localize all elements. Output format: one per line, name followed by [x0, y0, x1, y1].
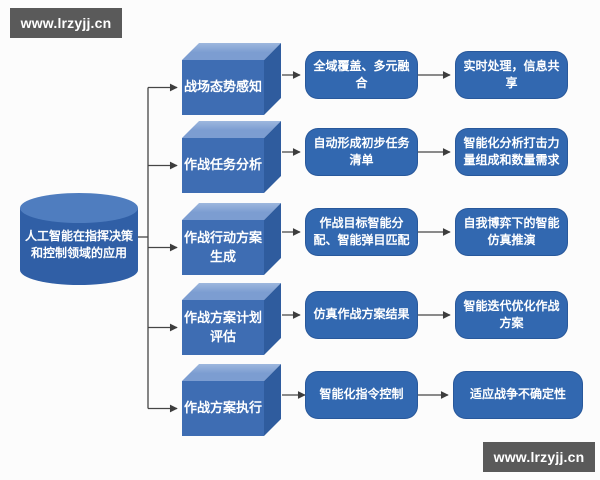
stage-cube: 作战行动方案生成	[182, 203, 281, 275]
cylinder-top-face	[20, 193, 138, 223]
watermark-bottom-right: www.lrzyjj.cn	[483, 442, 595, 472]
cube-top-face	[182, 203, 281, 220]
stage-label: 作战方案执行	[184, 400, 263, 416]
stage-cube: 作战任务分析	[182, 121, 281, 193]
method-pill: 全域覆盖、多元融合	[305, 51, 418, 99]
root-label: 人工智能在指挥决策和控制领域的应用	[24, 228, 133, 260]
watermark-top-left: www.lrzyjj.cn	[10, 8, 122, 38]
cube-top-face	[182, 283, 281, 300]
root-cylinder: 人工智能在指挥决策和控制领域的应用	[20, 193, 138, 285]
outcome-label: 智能化分析打击力量组成和数量需求	[463, 135, 560, 167]
outcome-pill: 自我博弈下的智能仿真推演	[455, 208, 568, 256]
stage-cube: 战场态势感知	[182, 43, 281, 115]
outcome-pill: 智能化分析打击力量组成和数量需求	[455, 128, 568, 176]
stage-label: 作战行动方案生成	[184, 230, 263, 264]
cube-right-face	[264, 283, 281, 355]
outcome-pill: 实时处理，信息共享	[455, 51, 568, 99]
method-pill: 仿真作战方案结果	[305, 291, 418, 339]
stage-label: 作战方案计划评估	[184, 310, 263, 344]
cube-right-face	[264, 364, 281, 436]
method-pill: 作战目标智能分配、智能弹目匹配	[305, 208, 418, 256]
cube-front-face: 作战方案执行	[182, 381, 264, 436]
method-label: 智能化指令控制	[319, 387, 404, 402]
cube-top-face	[182, 43, 281, 60]
outcome-label: 自我博弈下的智能仿真推演	[463, 215, 560, 247]
method-label: 作战目标智能分配、智能弹目匹配	[313, 215, 410, 247]
cube-front-face: 作战行动方案生成	[182, 220, 264, 275]
cube-front-face: 作战方案计划评估	[182, 300, 264, 355]
cube-right-face	[264, 203, 281, 275]
outcome-label: 实时处理，信息共享	[463, 58, 560, 90]
stage-cube: 作战方案计划评估	[182, 283, 281, 355]
outcome-pill: 适应战争不确定性	[453, 371, 583, 419]
stage-label: 战场态势感知	[184, 79, 263, 95]
method-pill: 智能化指令控制	[305, 371, 418, 419]
cube-right-face	[264, 121, 281, 193]
cube-front-face: 作战任务分析	[182, 138, 264, 193]
stage-cube: 作战方案执行	[182, 364, 281, 436]
method-label: 全域覆盖、多元融合	[313, 58, 410, 90]
cube-top-face	[182, 364, 281, 381]
method-label: 自动形成初步任务清单	[313, 135, 410, 167]
cube-top-face	[182, 121, 281, 138]
outcome-label: 适应战争不确定性	[469, 387, 566, 402]
stage-label: 作战任务分析	[184, 157, 263, 173]
cube-right-face	[264, 43, 281, 115]
method-label: 仿真作战方案结果	[313, 307, 410, 322]
outcome-label: 智能迭代优化作战方案	[463, 298, 560, 330]
cube-front-face: 战场态势感知	[182, 60, 264, 115]
outcome-pill: 智能迭代优化作战方案	[455, 291, 568, 339]
method-pill: 自动形成初步任务清单	[305, 128, 418, 176]
